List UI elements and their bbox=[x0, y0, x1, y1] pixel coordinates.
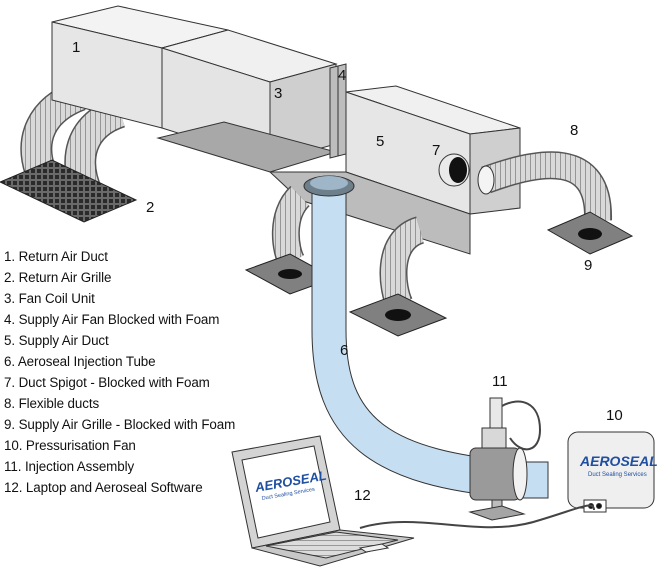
legend-item-injection-assembly: 11. Injection Assembly bbox=[4, 459, 135, 474]
callout-7: 7 bbox=[432, 142, 440, 159]
supply-air-grille-center bbox=[348, 293, 448, 337]
callout-10: 10 bbox=[606, 407, 623, 424]
control-cable bbox=[359, 504, 595, 529]
return-air-grille bbox=[0, 159, 138, 223]
flexible-duct-right bbox=[477, 151, 613, 221]
legend-item-duct-spigot: 7. Duct Spigot - Blocked with Foam bbox=[4, 375, 210, 390]
fan-coil-unit bbox=[156, 29, 338, 173]
callout-5: 5 bbox=[376, 133, 384, 150]
legend-item-return-air-duct: 1. Return Air Duct bbox=[4, 249, 108, 264]
legend-item-return-air-grille: 2. Return Air Grille bbox=[4, 270, 112, 285]
legend-item-supply-air-duct: 5. Supply Air Duct bbox=[4, 333, 109, 348]
legend-item-injection-tube: 6. Aeroseal Injection Tube bbox=[4, 354, 156, 369]
callout-1: 1 bbox=[72, 39, 80, 56]
pressurisation-fan bbox=[567, 431, 655, 513]
callout-9: 9 bbox=[584, 257, 592, 274]
supply-air-grille-right bbox=[546, 211, 634, 255]
legend-item-laptop-software: 12. Laptop and Aeroseal Software bbox=[4, 480, 203, 495]
callout-12: 12 bbox=[354, 487, 371, 504]
callout-3: 3 bbox=[274, 85, 282, 102]
laptop bbox=[231, 435, 415, 567]
legend-list: 1. Return Air Duct 2. Return Air Grille … bbox=[4, 246, 235, 498]
legend-item-supply-air-fan: 4. Supply Air Fan Blocked with Foam bbox=[4, 312, 220, 327]
fan-logo-tagline: Duct Sealing Services bbox=[588, 472, 647, 478]
callout-2: 2 bbox=[146, 199, 154, 216]
callout-8: 8 bbox=[570, 122, 578, 139]
injection-assembly bbox=[468, 397, 542, 521]
legend-item-flexible-ducts: 8. Flexible ducts bbox=[4, 396, 100, 411]
legend-item-fan-coil-unit: 3. Fan Coil Unit bbox=[4, 291, 95, 306]
callout-6: 6 bbox=[340, 342, 348, 359]
callout-4: 4 bbox=[338, 67, 346, 84]
fan-logo: AEROSEAL bbox=[579, 453, 658, 469]
duct-spigot-opening bbox=[449, 157, 467, 183]
callout-11: 11 bbox=[492, 373, 508, 390]
legend-item-supply-air-grille: 9. Supply Air Grille - Blocked with Foam bbox=[4, 417, 236, 432]
legend-item-pressurisation-fan: 10. Pressurisation Fan bbox=[4, 438, 136, 453]
